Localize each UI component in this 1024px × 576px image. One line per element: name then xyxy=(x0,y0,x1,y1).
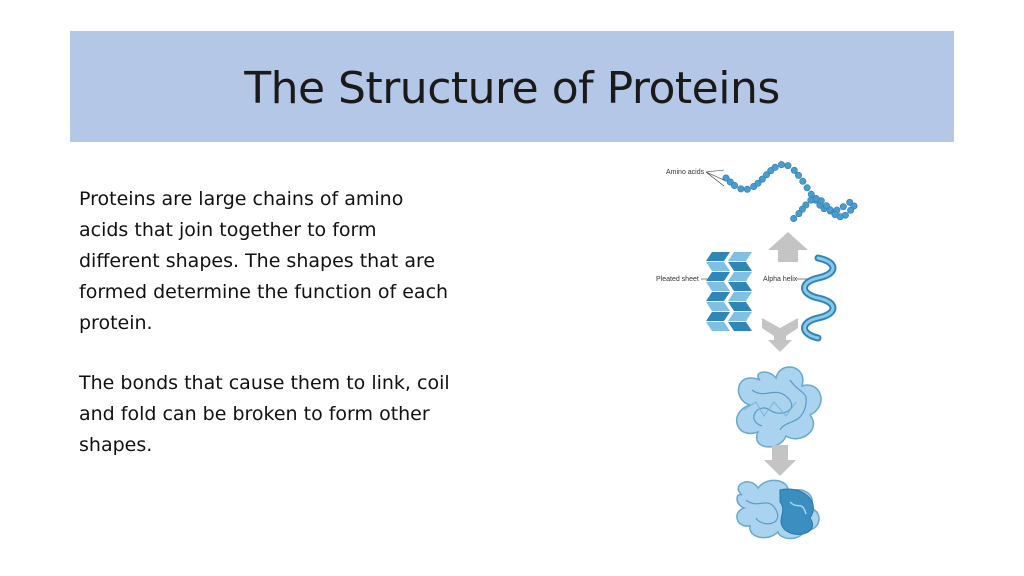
amino-acid-chain xyxy=(722,161,858,223)
amino-acid-bead xyxy=(737,185,745,193)
merge-arrow-down-icon xyxy=(762,318,798,352)
sheet-strand xyxy=(728,322,752,331)
amino-acid-bead xyxy=(831,211,839,219)
amino-acid-bead xyxy=(763,171,771,179)
title-band: The Structure of Proteins xyxy=(70,31,954,142)
sheet-strand xyxy=(728,252,752,261)
sheet-strand xyxy=(728,272,752,281)
label-pointer-1 xyxy=(705,169,725,173)
amino-acid-bead xyxy=(754,179,762,187)
sheet-strand xyxy=(706,252,730,261)
amino-acid-bead xyxy=(807,196,815,204)
amino-acid-bead xyxy=(743,185,751,193)
amino-acid-bead xyxy=(771,163,779,171)
amino-acid-bead xyxy=(790,166,798,174)
paragraph-2: The bonds that cause them to link, coil … xyxy=(79,372,450,456)
sheet-strand xyxy=(706,292,730,301)
label-pointer-3 xyxy=(705,171,725,187)
amino-acid-bead xyxy=(722,174,730,182)
amino-acid-bead xyxy=(803,184,811,192)
paragraph-1: Proteins are large chains of amino acids… xyxy=(79,188,449,334)
amino-acid-bead xyxy=(822,202,830,210)
sheet-strand xyxy=(706,282,730,291)
protein-structure-diagram: Amino acids Pleated sheet Alpha helix xyxy=(656,161,858,540)
sheet-strand xyxy=(728,312,752,321)
sheet-strand xyxy=(728,292,752,301)
sheet-strand xyxy=(728,282,752,291)
alpha-helix xyxy=(801,254,837,342)
quaternary-structure xyxy=(736,479,820,540)
sheet-strand xyxy=(728,302,752,311)
amino-acid-bead xyxy=(847,206,855,214)
amino-acid-bead xyxy=(784,162,792,170)
label-pleated-sheet: Pleated sheet xyxy=(656,276,699,283)
sheet-strand xyxy=(706,262,730,271)
amino-acid-bead xyxy=(731,181,739,189)
amino-acid-bead xyxy=(795,210,803,218)
sheet-strand xyxy=(728,262,752,271)
sheet-strand xyxy=(706,272,730,281)
label-alpha-helix: Alpha helix xyxy=(763,276,798,283)
sheet-strand xyxy=(706,312,730,321)
amino-acid-bead xyxy=(795,171,803,179)
protein-structure-figure: Amino acids Pleated sheet Alpha helix xyxy=(640,140,865,550)
pleated-sheet xyxy=(706,252,752,331)
amino-acid-bead xyxy=(758,175,766,183)
slide-title: The Structure of Proteins xyxy=(244,63,780,114)
down-arrow-icon xyxy=(764,445,796,476)
sheet-strand xyxy=(706,302,730,311)
amino-acid-bead xyxy=(839,203,847,211)
amino-acid-bead xyxy=(778,161,786,169)
fork-arrow-up-icon xyxy=(768,232,808,262)
tertiary-structure xyxy=(735,366,822,448)
amino-acid-bead xyxy=(799,177,807,185)
label-amino-acids: Amino acids xyxy=(666,169,705,176)
sheet-strand xyxy=(706,322,730,331)
body-text: Proteins are large chains of amino acids… xyxy=(79,184,509,490)
amino-acid-bead xyxy=(790,215,798,223)
label-pointer-2 xyxy=(705,171,725,181)
